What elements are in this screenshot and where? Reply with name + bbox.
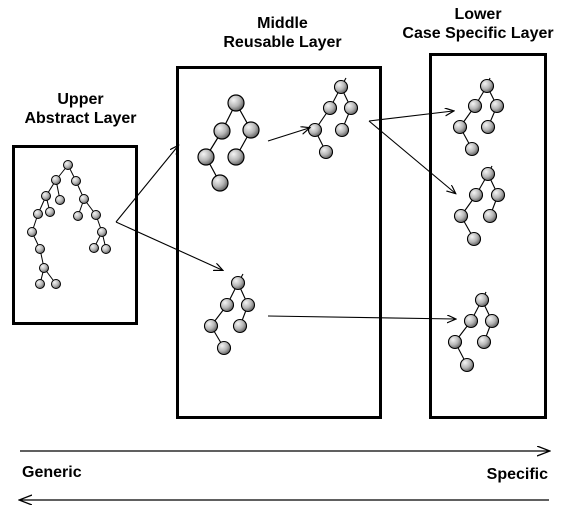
arrow-upper-to-middle-bottom <box>115 221 222 270</box>
arrow-middle-right-to-lower-2 <box>368 120 455 193</box>
lower-tree-2 <box>453 165 506 247</box>
upper-layer-title-line2: Abstract Layer <box>24 110 137 127</box>
middle-tree-large <box>197 94 260 192</box>
generic-label: Generic <box>22 464 82 481</box>
middle-layer-title-line1: Middle <box>257 15 308 32</box>
arrow-middle-lower-to-lower-3 <box>267 316 455 319</box>
middle-layer-title-line2: Reusable Layer <box>223 34 342 51</box>
middle-tree-upper-right <box>307 77 359 160</box>
middle-layer-title: Middle Reusable Layer <box>205 14 360 52</box>
middle-reusable-layer-box <box>176 66 382 419</box>
specific-label: Specific <box>486 466 548 483</box>
arrow-middle-large-to-middle-right <box>267 128 309 142</box>
middle-tree-lower <box>203 273 256 356</box>
connector-arrows <box>115 111 455 319</box>
lower-layer-title: Lower Case Specific Layer <box>388 5 568 43</box>
upper-layer-title: Upper Abstract Layer <box>8 90 153 128</box>
upper-abstract-layer-box <box>12 145 138 325</box>
lower-tree-1 <box>452 77 505 157</box>
upper-layer-title-line1: Upper <box>57 91 104 108</box>
lower-tree-3 <box>447 291 500 373</box>
upper-abstract-tree <box>27 160 111 289</box>
lower-layer-title-line1: Lower <box>454 6 502 23</box>
lower-layer-title-line2: Case Specific Layer <box>402 25 554 42</box>
arrow-middle-right-to-lower-1 <box>368 111 453 122</box>
lower-case-specific-layer-box <box>429 53 547 419</box>
arrow-upper-to-middle-top <box>115 146 178 223</box>
